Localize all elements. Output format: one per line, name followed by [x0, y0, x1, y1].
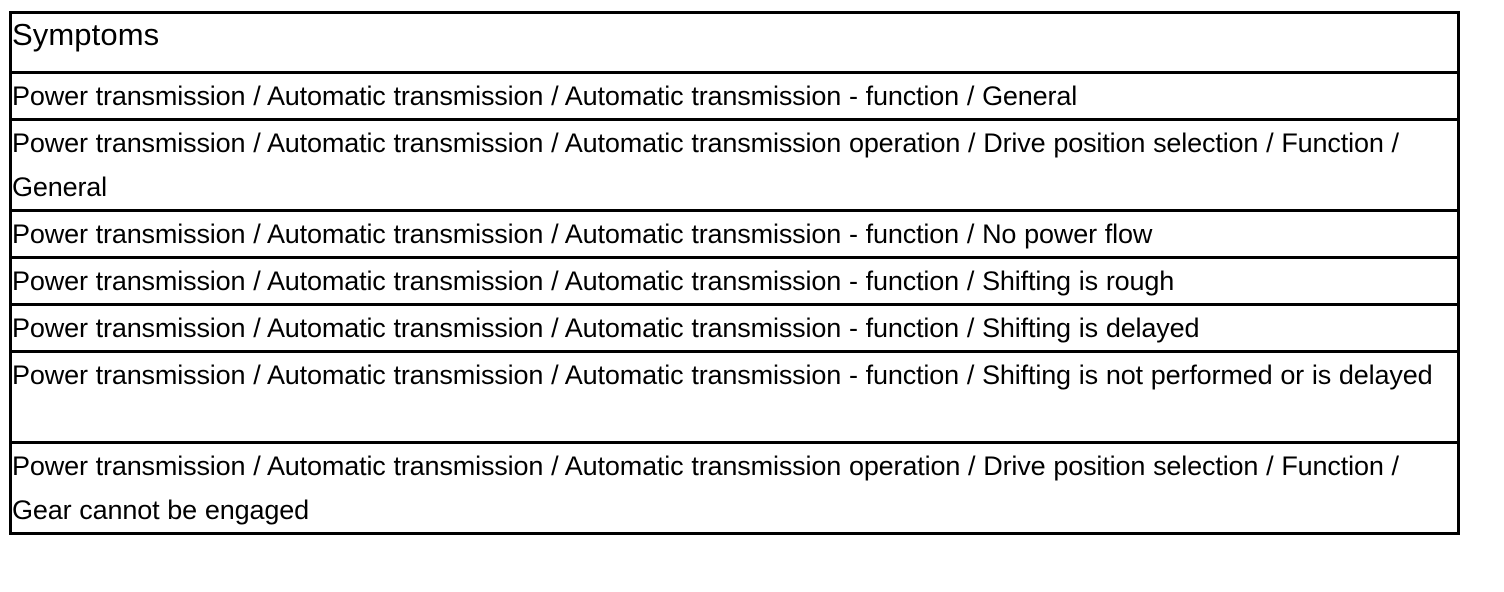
table-row[interactable]: Power transmission / Automatic transmiss… — [10, 72, 1459, 121]
symptom-cell: Power transmission / Automatic transmiss… — [10, 72, 1459, 121]
symptom-text: Power transmission / Automatic transmiss… — [12, 128, 1399, 202]
symptom-cell: Power transmission / Automatic transmiss… — [10, 119, 1459, 212]
table-row[interactable]: Power transmission / Automatic transmiss… — [10, 210, 1459, 259]
symptom-cell: Power transmission / Automatic transmiss… — [10, 351, 1459, 444]
table-row[interactable]: Power transmission / Automatic transmiss… — [10, 257, 1459, 306]
symptom-cell: Power transmission / Automatic transmiss… — [10, 257, 1459, 306]
table-row[interactable]: Power transmission / Automatic transmiss… — [11, 443, 1459, 534]
symptom-text: Power transmission / Automatic transmiss… — [12, 219, 1153, 249]
column-header-symptoms: Symptoms — [10, 12, 1459, 74]
table-row[interactable]: Power transmission / Automatic transmiss… — [10, 119, 1459, 212]
symptom-text: Power transmission / Automatic transmiss… — [12, 451, 1399, 525]
symptom-text: Power transmission / Automatic transmiss… — [12, 81, 1078, 111]
table-row[interactable]: Power transmission / Automatic transmiss… — [10, 351, 1459, 444]
table-row[interactable]: Power transmission / Automatic transmiss… — [10, 304, 1459, 353]
symptom-cell: Power transmission / Automatic transmiss… — [10, 210, 1459, 259]
symptom-text: Power transmission / Automatic transmiss… — [12, 266, 1175, 296]
symptom-text: Power transmission / Automatic transmiss… — [12, 360, 1433, 390]
symptom-text: Power transmission / Automatic transmiss… — [12, 313, 1200, 343]
table-header-row: Symptoms — [10, 12, 1459, 74]
symptom-cell: Power transmission / Automatic transmiss… — [10, 304, 1459, 353]
table-body: Power transmission / Automatic transmiss… — [10, 72, 1459, 534]
symptom-cell: Power transmission / Automatic transmiss… — [11, 443, 1459, 534]
table-head: Symptoms — [10, 12, 1459, 74]
symptoms-table: Symptoms Power transmission / Automatic … — [9, 11, 1460, 535]
